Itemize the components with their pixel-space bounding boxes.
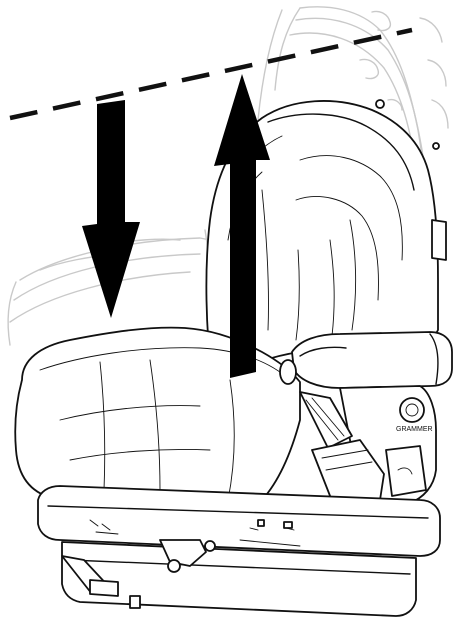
seat-side-mechanism: GRAMMER <box>300 386 436 513</box>
brand-label: GRAMMER <box>396 426 433 433</box>
arrow-down-icon <box>82 100 140 318</box>
seat-suspension-base <box>38 486 440 616</box>
armrest <box>280 332 452 388</box>
